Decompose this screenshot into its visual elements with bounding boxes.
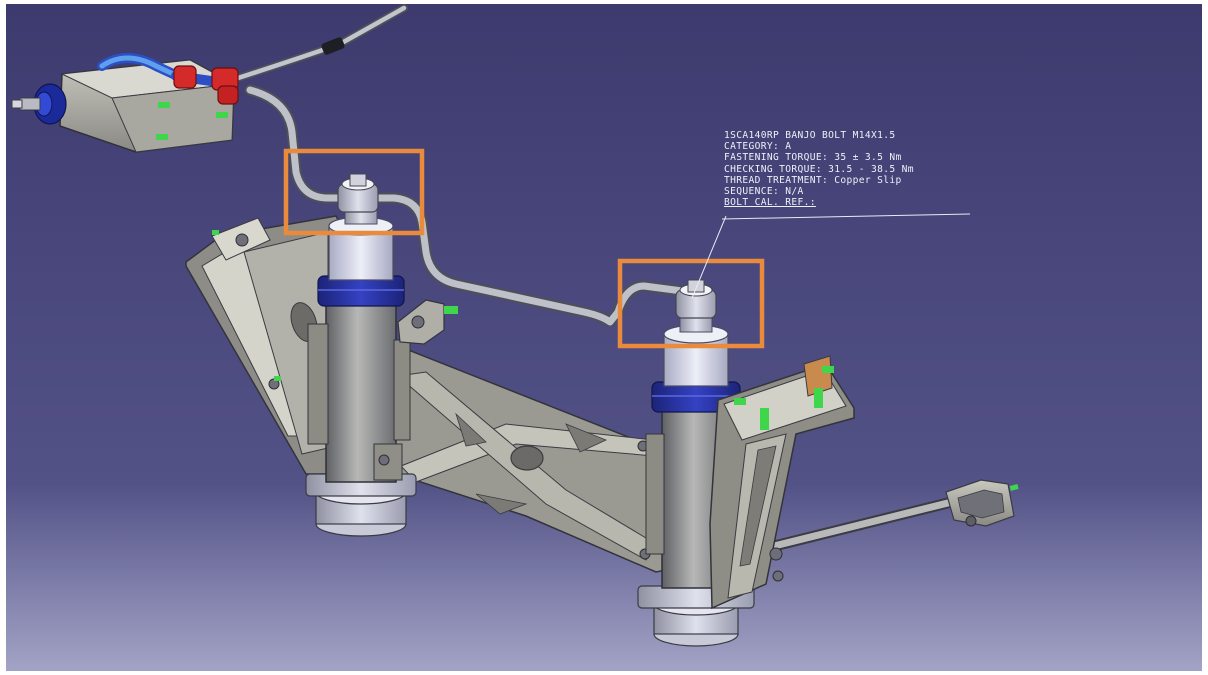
right-banjo-highlight-box[interactable] xyxy=(617,258,765,349)
right-banjo-fitting xyxy=(675,279,717,319)
annotation-fastening-torque: FASTENING TORQUE: 35 ± 3.5 Nm xyxy=(724,152,902,164)
right-cylinder xyxy=(637,311,755,647)
assembly-model[interactable] xyxy=(6,4,1202,671)
cross-brace xyxy=(377,348,697,573)
right-bracket xyxy=(709,355,855,610)
left-banjo-fitting xyxy=(337,173,379,213)
annotation-bolt-cal-ref: BOLT CAL. REF.: xyxy=(724,197,816,209)
annotation-part-number: 1SCA140RP BANJO BOLT M14X1.5 xyxy=(724,130,896,141)
annotation-checking-torque: CHECKING TORQUE: 31.5 - 38.5 Nm xyxy=(724,163,914,175)
annotation-leader-line xyxy=(691,215,727,299)
annotation-sequence: SEQUENCE: N/A xyxy=(724,186,804,198)
tie-rod xyxy=(744,479,1019,558)
annotation-underline xyxy=(721,213,971,220)
cad-3d-viewport[interactable]: 1SCA140RP BANJO BOLT M14X1.5 CATEGORY: A… xyxy=(6,4,1202,671)
annotation-thread-treatment: THREAD TREATMENT: Copper Slip xyxy=(724,174,902,186)
bolt-annotation[interactable]: 1SCA140RP BANJO BOLT M14X1.5 CATEGORY: A… xyxy=(724,130,914,208)
left-banjo-highlight-box[interactable] xyxy=(283,148,425,236)
annotation-category: CATEGORY: A xyxy=(724,141,792,153)
hydraulic-pipe xyxy=(228,4,696,328)
left-cylinder xyxy=(305,203,458,537)
actuator-assembly xyxy=(11,53,239,153)
